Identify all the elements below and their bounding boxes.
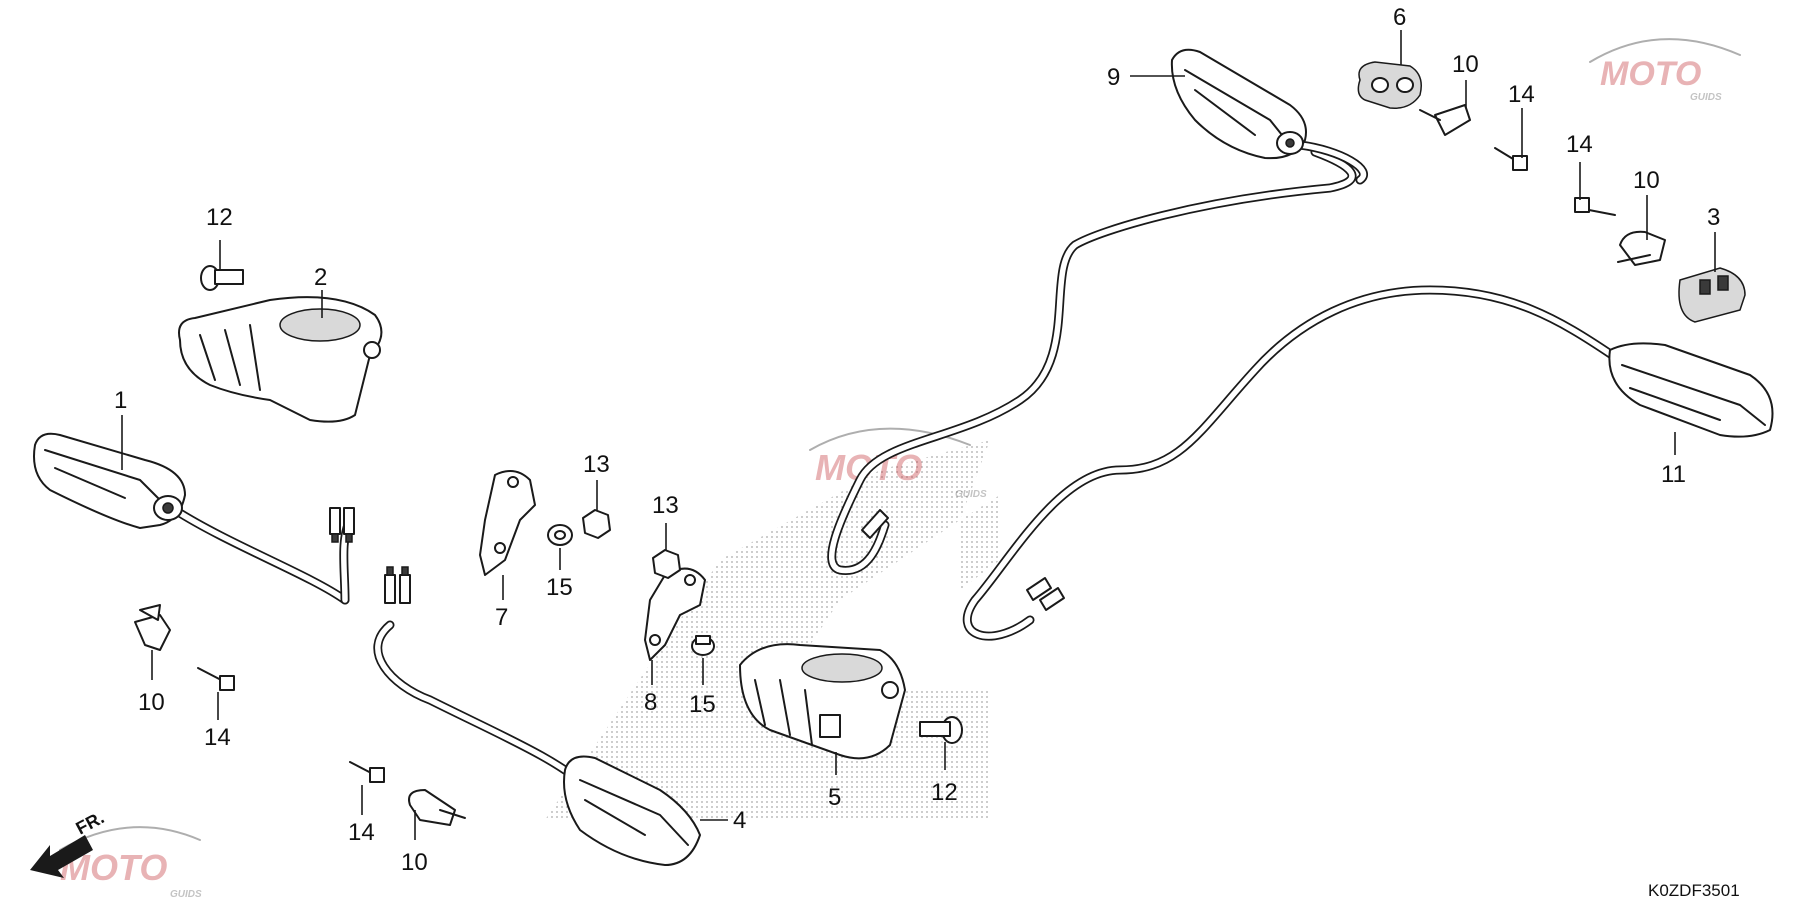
bolt-12-right — [919, 716, 963, 744]
callout-6: 6 — [1393, 4, 1406, 31]
bolt-12-left — [200, 265, 244, 291]
callout-9: 9 — [1107, 64, 1120, 91]
callout-2: 2 — [314, 264, 327, 291]
callout-5: 5 — [828, 784, 841, 811]
rear-right-winker — [1608, 342, 1774, 438]
harness-front-right — [373, 620, 595, 795]
callout-10-front-left: 10 — [138, 689, 165, 716]
front-right-winker — [563, 755, 701, 866]
connector-front-right — [384, 566, 411, 604]
nut-13-a — [582, 509, 611, 539]
clip-10-front-left — [134, 604, 171, 651]
harness-rear-left — [827, 140, 1368, 575]
callout-14-d: 14 — [1566, 131, 1593, 158]
connector-rear-left — [861, 509, 889, 539]
connector-front-left — [329, 507, 355, 543]
clip-10-front-right — [408, 789, 466, 826]
callout-14-b: 14 — [348, 819, 375, 846]
clip-10-rear-left — [1419, 104, 1471, 136]
callout-11: 11 — [1661, 461, 1686, 488]
callout-12-right: 12 — [931, 779, 958, 806]
connector-rear-right — [1026, 577, 1065, 611]
callout-15-a: 15 — [546, 574, 573, 601]
screw-14-c — [1494, 147, 1528, 171]
rubber-grommet — [1357, 61, 1422, 109]
callout-3: 3 — [1707, 204, 1720, 231]
callout-10-rear-left: 10 — [1452, 51, 1479, 78]
callout-13-b: 13 — [652, 492, 679, 519]
screw-14-b — [349, 761, 385, 783]
watermark-logo-top-right: MOTO GUIDS — [1589, 38, 1741, 103]
front-left-winker — [33, 432, 186, 529]
callout-15-b: 15 — [689, 691, 716, 718]
svg-text:GUIDS: GUIDS — [1690, 92, 1722, 103]
leader-lines — [121, 30, 1716, 840]
front-right-stay — [739, 643, 906, 760]
rear-left-winker — [1170, 48, 1307, 160]
nut-15-a — [547, 524, 573, 546]
screw-14-d — [1574, 197, 1616, 216]
callout-7: 7 — [495, 604, 508, 631]
callout-14-c: 14 — [1508, 81, 1535, 108]
callout-10-front-right: 10 — [401, 849, 428, 876]
background-wing-logo — [545, 440, 1000, 820]
svg-text:FR.: FR. — [72, 807, 107, 838]
svg-text:MOTO: MOTO — [1600, 55, 1701, 93]
clip-10-rear-right — [1617, 230, 1666, 266]
screw-14-a — [197, 667, 235, 691]
callout-1: 1 — [114, 387, 127, 414]
diagram-code: K0ZDF3501 — [1648, 881, 1740, 900]
callout-labels: 1 2 3 4 5 6 7 8 9 10 10 10 10 11 12 12 1… — [114, 4, 1720, 876]
callout-12-left: 12 — [206, 204, 233, 231]
harness-front-left — [170, 505, 355, 605]
bracket-7 — [479, 470, 536, 576]
svg-text:GUIDS: GUIDS — [170, 889, 202, 900]
callout-13-a: 13 — [583, 451, 610, 478]
callout-4: 4 — [733, 807, 746, 834]
svg-text:GUIDS: GUIDS — [955, 489, 987, 500]
callout-10-rear-right: 10 — [1633, 167, 1660, 194]
harness-rear-right — [962, 285, 1617, 641]
callout-14-a: 14 — [204, 724, 231, 751]
callout-8: 8 — [644, 689, 657, 716]
front-left-stay — [178, 296, 383, 423]
nut-15-b — [691, 635, 715, 656]
nut-13-b — [652, 549, 681, 579]
grommet-3 — [1678, 267, 1746, 323]
